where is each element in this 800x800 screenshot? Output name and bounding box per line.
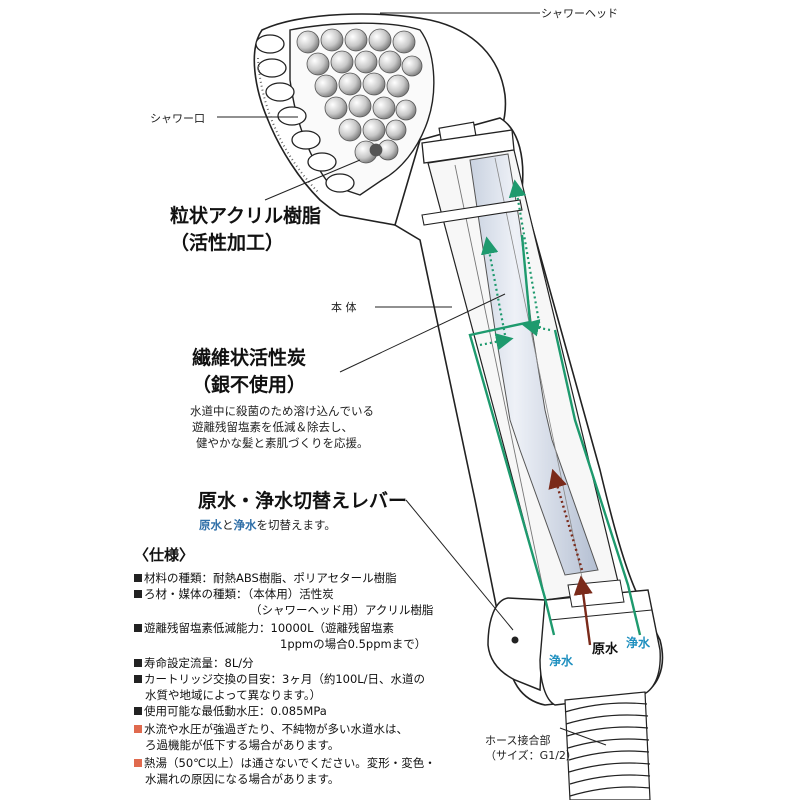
spec-row-text: 熱湯（50℃以上）は通さないでください。変形・変色・ (144, 756, 436, 770)
label-hose: ホース接合部 （サイズ：G1/2） (485, 733, 577, 763)
mid-band (421, 199, 523, 226)
spec-row-text: 使用可能な最低動水圧：0.085MPa (144, 704, 327, 718)
lever-description: 原水と浄水を切替えます。 (199, 517, 336, 533)
spec-row: 遊離残留塩素低減能力：10000L（遊離残留塩素 (134, 620, 436, 636)
label-acrylic: 粒状アクリル樹脂 （活性加工） (170, 203, 321, 257)
label-acrylic-line2: （活性加工） (170, 232, 285, 254)
label-body: 本 体 (331, 301, 357, 314)
lever-body (487, 597, 546, 692)
lever-desc-raw: 原水 (199, 518, 222, 532)
caution-marker (134, 725, 142, 733)
spec-row-text: 水漏れの原因になる場合があります。 (145, 772, 340, 786)
spec-row: 水流や水圧が強過ぎたり、不純物が多い水道水は、 (134, 721, 436, 737)
specs-title: 〈仕様〉 (134, 546, 195, 564)
spec-row-text: 寿命設定流量：8L/分 (144, 656, 254, 670)
spec-row-text: 材料の種類：耐熱ABS樹脂、ポリアセタール樹脂 (144, 571, 397, 585)
specs-section: 〈仕様〉 材料の種類：耐熱ABS樹脂、ポリアセタール樹脂ろ材・媒体の種類：（本体… (134, 544, 436, 787)
carbon-cylinder (469, 153, 599, 576)
carbon-desc-line3: 健やかな髪と素肌づくりを応援。 (196, 436, 369, 450)
lever-desc-tail: を切替えます。 (256, 518, 336, 532)
spec-row: ろ過機能が低下する場合があります。 (134, 737, 436, 753)
spec-row: カートリッジ交換の目安：3ヶ月（約100L/日、水道の (134, 671, 436, 687)
label-shower-head: シャワーヘッド (541, 7, 618, 20)
acrylic-beads (296, 28, 423, 164)
hose-thread (564, 691, 651, 800)
bullet-marker (134, 659, 142, 667)
bullet-marker (134, 574, 142, 582)
spec-row: 水質や地域によって異なります。） (134, 687, 436, 703)
label-shower-port: シャワー口 (150, 112, 205, 125)
spec-row-text: 遊離残留塩素低減能力：10000L（遊離残留塩素 (144, 621, 394, 635)
label-lever: 原水・浄水切替えレバー (198, 490, 408, 512)
valve-box (567, 579, 625, 608)
spec-row: 熱湯（50℃以上）は通さないでください。変形・変色・ (134, 755, 436, 771)
carbon-desc-line2: 遊離残留塩素を低減＆除去し、 (192, 420, 353, 434)
label-hose-line1: ホース接合部 (485, 734, 551, 747)
label-carbon: 繊維状活性炭 （銀不使用） (192, 345, 306, 399)
spec-row: 水漏れの原因になる場合があります。 (134, 771, 436, 787)
label-raw-water: 原水 (592, 642, 619, 657)
spec-row: 寿命設定流量：8L/分 (134, 655, 436, 671)
spec-row-text: カートリッジ交換の目安：3ヶ月（約100L/日、水道の (144, 672, 426, 686)
carbon-desc-line1: 水道中に殺菌のため溶け込んでいる (190, 404, 374, 418)
lever-desc-pure: 浄水 (233, 518, 257, 532)
bullet-marker (134, 624, 142, 632)
carbon-description: 水道中に殺菌のため溶け込んでいる 遊離残留塩素を低減＆除去し、 健やかな髪と素肌… (190, 403, 374, 451)
label-acrylic-line1: 粒状アクリル樹脂 (170, 205, 322, 227)
label-hose-line2: （サイズ：G1/2） (485, 749, 577, 762)
bullet-marker (134, 590, 142, 598)
spec-row-text: 水質や地域によって異なります。） (145, 688, 322, 702)
spec-row: 1ppmの場合0.5ppmまで） (134, 636, 436, 652)
label-carbon-line2: （銀不使用） (192, 374, 307, 396)
lever-desc-and: と (222, 518, 234, 532)
shower-nozzles (255, 34, 355, 193)
spec-row: ろ材・媒体の種類：（本体用）活性炭 (134, 586, 436, 602)
spec-row: （シャワーヘッド用）アクリル樹脂 (134, 602, 436, 618)
specs-list: 材料の種類：耐熱ABS樹脂、ポリアセタール樹脂ろ材・媒体の種類：（本体用）活性炭… (134, 570, 436, 787)
pure-water-flow (468, 234, 642, 636)
label-carbon-line1: 繊維状活性炭 (192, 347, 307, 369)
spec-row-text: ろ材・媒体の種類：（本体用）活性炭 (144, 587, 334, 601)
spec-row-text: 水流や水圧が強過ぎたり、不純物が多い水道水は、 (144, 722, 409, 736)
bullet-marker (134, 675, 142, 683)
spec-row-text: （シャワーヘッド用）アクリル樹脂 (250, 603, 434, 617)
label-pure-left: 浄水 (549, 654, 574, 668)
bullet-marker (134, 707, 142, 715)
caution-marker (134, 759, 142, 767)
label-pure-right: 浄水 (626, 636, 651, 650)
spec-row: 使用可能な最低動水圧：0.085MPa (134, 703, 436, 719)
spec-row-text: 1ppmの場合0.5ppmまで） (280, 637, 427, 651)
spec-row-text: ろ過機能が低下する場合があります。 (145, 738, 340, 752)
spec-row: 材料の種類：耐熱ABS樹脂、ポリアセタール樹脂 (134, 570, 436, 586)
